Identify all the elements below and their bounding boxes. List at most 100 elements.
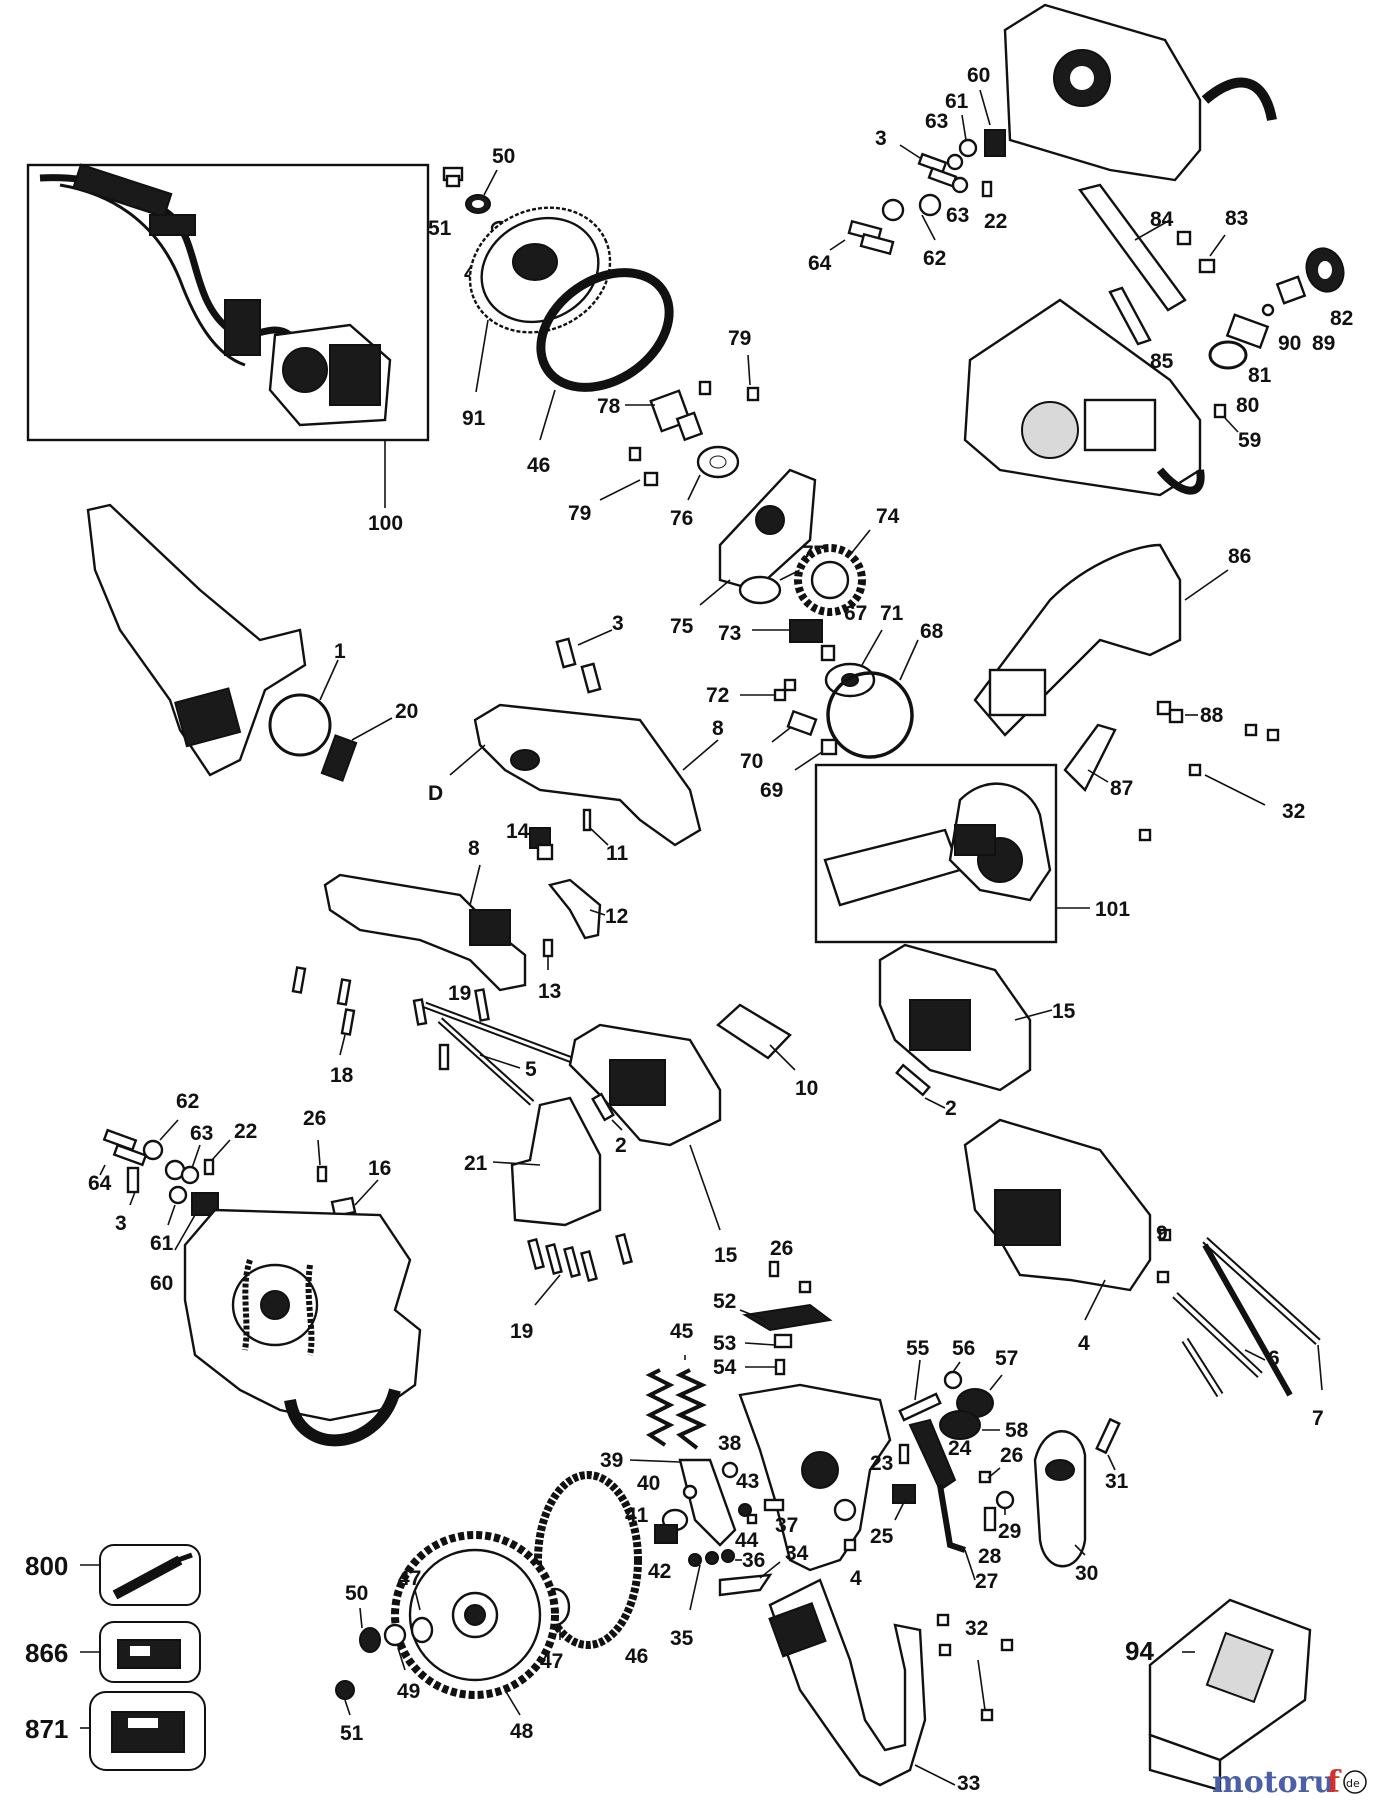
part-4-right-base[interactable] — [963, 1118, 1152, 1292]
part-52[interactable] — [742, 1303, 833, 1332]
part-75-plate[interactable] — [718, 468, 817, 592]
part-44[interactable] — [746, 1513, 758, 1525]
part-56[interactable] — [943, 1370, 963, 1390]
part-24[interactable] — [908, 1418, 957, 1492]
part-88[interactable] — [1156, 700, 1184, 724]
part-70[interactable] — [786, 709, 818, 737]
part-64-top[interactable] — [847, 219, 895, 256]
part-63-top-a[interactable] — [946, 153, 964, 171]
part-center-lower-assembly[interactable] — [738, 1383, 892, 1572]
part-59[interactable] — [1213, 403, 1227, 419]
part-34[interactable] — [718, 1573, 773, 1597]
part-63-left[interactable] — [180, 1165, 200, 1185]
part-76[interactable] — [696, 445, 740, 479]
part-15-right-motor[interactable] — [878, 943, 1032, 1092]
part-32-top[interactable] — [1138, 763, 1202, 842]
part-3-left[interactable] — [126, 1166, 140, 1194]
part-19-upper[interactable] — [474, 988, 490, 1022]
part-69[interactable] — [820, 738, 838, 756]
part-16[interactable] — [330, 1196, 357, 1218]
part-1-oring[interactable] — [268, 693, 332, 757]
accessory-800-light[interactable] — [99, 1544, 201, 1606]
part-3-mid[interactable] — [555, 637, 602, 694]
accessory-871-charger[interactable] — [89, 1691, 206, 1771]
part-left-guard-housing[interactable] — [86, 503, 307, 777]
part-51-top[interactable] — [442, 166, 464, 188]
part-80[interactable] — [1208, 340, 1248, 370]
part-19-lower[interactable] — [527, 1232, 633, 1283]
part-22-left[interactable] — [203, 1158, 215, 1176]
part-90[interactable] — [1261, 303, 1275, 317]
part-6-rods[interactable] — [1172, 1292, 1263, 1398]
part-85[interactable] — [1108, 286, 1152, 346]
part-78[interactable] — [649, 389, 704, 442]
part-79-top[interactable] — [746, 386, 760, 402]
part-29[interactable] — [995, 1490, 1015, 1510]
part-26-center[interactable] — [768, 1260, 812, 1294]
part-screws-88[interactable] — [1244, 723, 1280, 742]
part-7-rods[interactable] — [1202, 1237, 1321, 1397]
part-3-top[interactable] — [917, 152, 958, 188]
part-54[interactable] — [774, 1358, 786, 1376]
part-62-left[interactable] — [142, 1139, 186, 1181]
part-26-left[interactable] — [316, 1165, 328, 1183]
part-62-top[interactable] — [881, 193, 942, 222]
part-94-case[interactable] — [1148, 1598, 1312, 1792]
part-73-pinion[interactable] — [789, 619, 823, 643]
part-22-top[interactable] — [981, 180, 993, 198]
part-37[interactable] — [763, 1498, 785, 1512]
part-38[interactable] — [721, 1461, 739, 1479]
part-64-left[interactable] — [102, 1128, 148, 1167]
part-11[interactable] — [582, 808, 592, 832]
part-58[interactable] — [939, 1410, 981, 1440]
part-82[interactable] — [1301, 243, 1350, 297]
part-72[interactable] — [773, 678, 797, 702]
accessory-866-battery[interactable] — [99, 1621, 201, 1683]
part-46-lower-belt[interactable] — [534, 1471, 642, 1649]
part-48-blade[interactable] — [391, 1531, 559, 1699]
part-13[interactable] — [542, 938, 554, 958]
part-39-plate[interactable] — [678, 1458, 737, 1547]
part-motor-housing-top[interactable] — [1003, 3, 1277, 182]
part-61-left[interactable] — [168, 1185, 188, 1205]
part-21-plate[interactable] — [510, 1096, 602, 1227]
part-8-upper-arm[interactable] — [473, 703, 702, 847]
part-14[interactable] — [529, 827, 554, 861]
part-23[interactable] — [898, 1443, 910, 1465]
part-lower-left-housing[interactable] — [183, 1208, 422, 1447]
part-10-label-plate[interactable] — [716, 1003, 792, 1060]
part-18-pins[interactable] — [291, 966, 450, 1071]
inset-100-wiring-assembly[interactable] — [26, 163, 430, 442]
part-51-lower[interactable] — [335, 1680, 355, 1700]
part-46-top-belt[interactable] — [519, 249, 691, 411]
part-2-right[interactable] — [895, 1063, 931, 1097]
part-60-left[interactable] — [191, 1192, 219, 1216]
part-53[interactable] — [773, 1333, 793, 1349]
part-30-handle[interactable] — [1033, 1430, 1087, 1568]
part-91-blade[interactable] — [449, 185, 630, 355]
part-84[interactable] — [1077, 183, 1187, 312]
part-motor-housing-mid[interactable] — [963, 298, 1205, 497]
part-63-top-b[interactable] — [951, 176, 969, 194]
part-31[interactable] — [1095, 1417, 1121, 1455]
part-87-bracket[interactable] — [1063, 723, 1117, 793]
part-61-top[interactable] — [958, 138, 978, 158]
part-67[interactable] — [820, 644, 836, 662]
part-5-rod[interactable] — [437, 1017, 535, 1106]
part-77[interactable] — [738, 575, 782, 605]
part-9[interactable] — [1156, 1228, 1172, 1284]
part-36[interactable] — [688, 1549, 735, 1567]
part-27-hexkey[interactable] — [937, 1484, 966, 1553]
inset-101-lower-assembly[interactable] — [814, 763, 1058, 944]
part-rod-19[interactable] — [423, 1001, 574, 1064]
part-20-clip[interactable] — [320, 734, 358, 782]
part-4-center[interactable] — [843, 1538, 857, 1552]
part-32-lower[interactable] — [936, 1613, 1014, 1722]
part-screw-center[interactable] — [698, 380, 712, 396]
part-33-lower-guard[interactable] — [768, 1578, 927, 1787]
part-68-belt[interactable] — [813, 658, 928, 773]
part-83[interactable] — [1176, 230, 1216, 274]
part-86-guard[interactable] — [973, 543, 1182, 737]
part-81[interactable] — [1225, 313, 1270, 350]
part-2-center[interactable] — [591, 1092, 615, 1122]
